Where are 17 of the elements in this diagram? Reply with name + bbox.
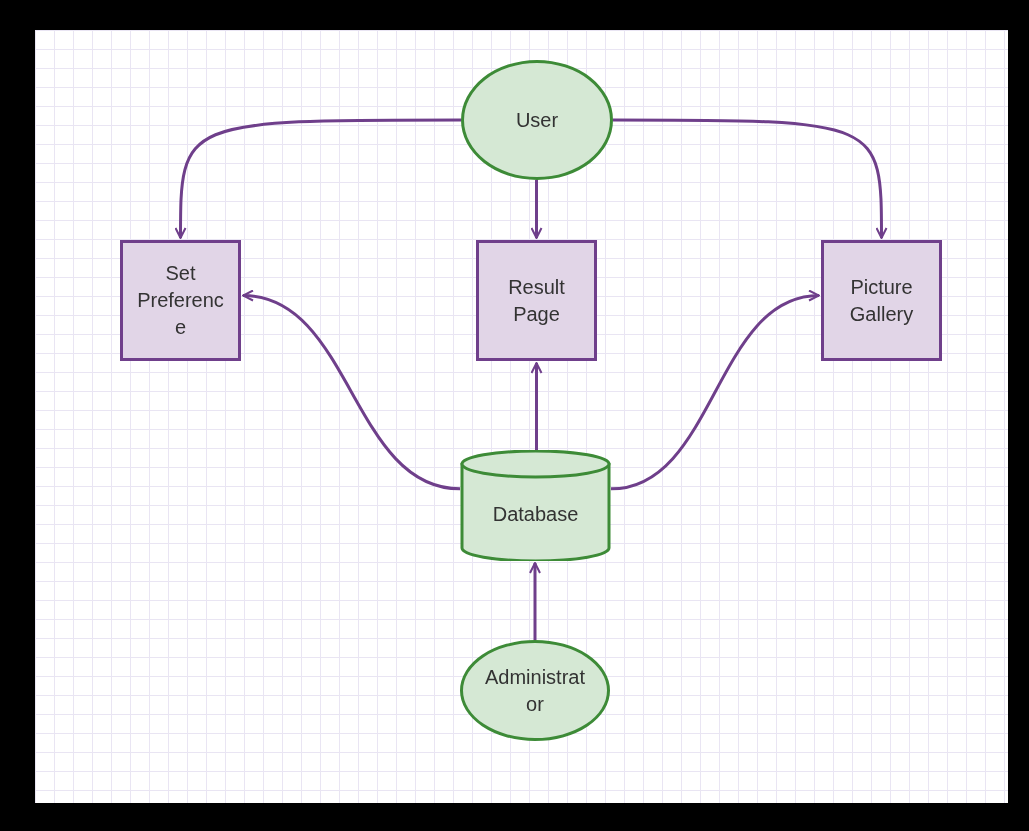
node-label: User: [515, 107, 559, 133]
process-box: [821, 240, 942, 361]
arrow: [174, 118, 461, 239]
process-box: [120, 240, 241, 361]
node-label: Set Preferenc e: [136, 261, 225, 340]
arrow: [530, 362, 543, 450]
node-label: Administrat or: [484, 664, 586, 717]
arrow: [529, 562, 541, 640]
arrow: [610, 291, 820, 491]
node-label: Database: [492, 502, 579, 527]
arrow: [530, 180, 543, 239]
node-label: Result Page: [507, 274, 566, 327]
process-box: [476, 240, 597, 361]
database-cylinder: [460, 450, 611, 561]
arrow: [242, 291, 461, 491]
arrow: [613, 118, 888, 239]
node-label: Picture Gallery: [848, 274, 915, 327]
